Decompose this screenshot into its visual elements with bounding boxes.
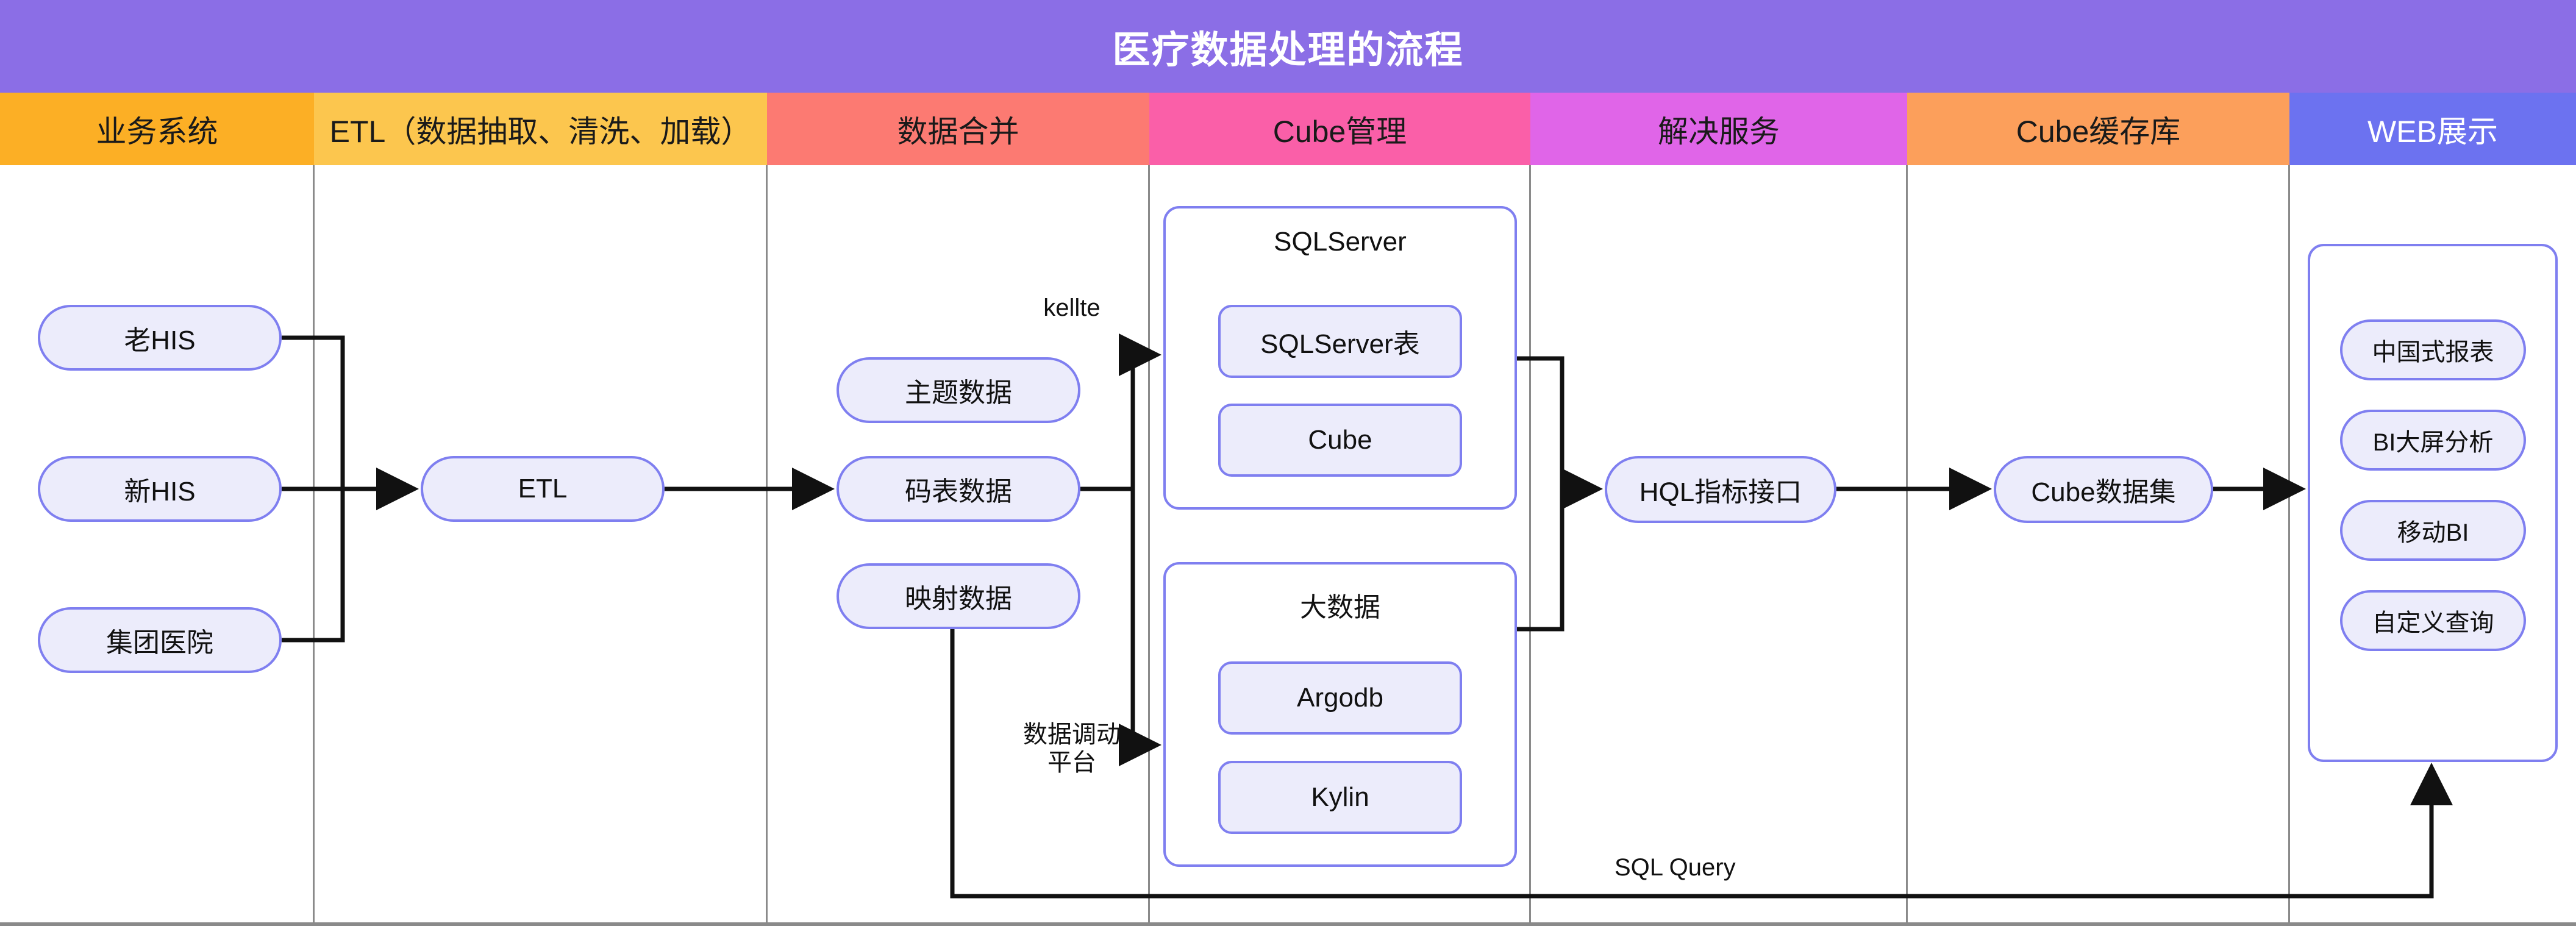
node-old-his[interactable]: 老HIS bbox=[38, 305, 282, 371]
node-group-hospital[interactable]: 集团医院 bbox=[38, 607, 282, 673]
node-cube[interactable]: Cube bbox=[1218, 404, 1462, 477]
node-bi-big-screen[interactable]: BI大屏分析 bbox=[2340, 410, 2526, 471]
lane-divider bbox=[1529, 165, 1531, 926]
lane-header-label: 业务系统 bbox=[96, 114, 218, 149]
node-new-his[interactable]: 新HIS bbox=[38, 456, 282, 522]
node-cube-dataset[interactable]: Cube数据集 bbox=[1994, 456, 2213, 523]
node-sqlserver-table[interactable]: SQLServer表 bbox=[1218, 305, 1462, 378]
node-label: Argodb bbox=[1297, 683, 1383, 713]
node-hql-metric-api[interactable]: HQL指标接口 bbox=[1605, 456, 1836, 523]
edge-label-kellte: kellte bbox=[1043, 294, 1101, 321]
node-code-table-data[interactable]: 码表数据 bbox=[837, 456, 1080, 522]
page-title: 医疗数据处理的流程 bbox=[1112, 29, 1464, 71]
node-label: Cube bbox=[1308, 425, 1372, 455]
edge-cubegroups-merge bbox=[1517, 356, 1565, 632]
lane-divider bbox=[1148, 165, 1150, 926]
node-label: 移动BI bbox=[2397, 519, 2469, 546]
node-label: 集团医院 bbox=[106, 628, 213, 658]
canvas-bottom-border bbox=[0, 922, 2576, 926]
node-kylin[interactable]: Kylin bbox=[1218, 761, 1462, 834]
node-label: 新HIS bbox=[124, 477, 196, 507]
lane-divider bbox=[2288, 165, 2290, 926]
node-label: SQLServer表 bbox=[1260, 329, 1420, 359]
lane-header-label: 解决服务 bbox=[1658, 114, 1780, 149]
node-label: 自定义查询 bbox=[2372, 610, 2494, 636]
group-sqlserver-title: SQLServer bbox=[1274, 227, 1407, 257]
lane-divider bbox=[1906, 165, 1908, 926]
node-custom-query[interactable]: 自定义查询 bbox=[2340, 590, 2526, 651]
node-topic-data[interactable]: 主题数据 bbox=[837, 357, 1080, 423]
node-label: HQL指标接口 bbox=[1639, 477, 1802, 507]
lane-header-label: Cube缓存库 bbox=[2016, 114, 2181, 149]
group-bigdata-title: 大数据 bbox=[1300, 593, 1380, 622]
edge-label-sql-query: SQL Query bbox=[1614, 854, 1736, 881]
node-etl[interactable]: ETL bbox=[421, 456, 665, 522]
node-label: 老HIS bbox=[124, 326, 196, 355]
node-label: ETL bbox=[518, 474, 568, 504]
lane-header-label: Cube管理 bbox=[1272, 114, 1407, 149]
node-label: BI大屏分析 bbox=[2372, 429, 2494, 456]
node-mobile-bi[interactable]: 移动BI bbox=[2340, 500, 2526, 561]
lane-header-label: WEB展示 bbox=[2367, 114, 2498, 149]
lane-header-label: 数据合并 bbox=[897, 114, 1019, 149]
node-label: Cube数据集 bbox=[2031, 477, 2176, 507]
lane-header-cube-cache: Cube缓存库 bbox=[1907, 93, 2289, 165]
node-label: 中国式报表 bbox=[2372, 339, 2494, 366]
lane-divider bbox=[766, 165, 768, 926]
node-argodb[interactable]: Argodb bbox=[1218, 661, 1462, 735]
node-label: 码表数据 bbox=[905, 477, 1012, 507]
diagram-title-bar: 医疗数据处理的流程 bbox=[0, 0, 2576, 93]
edge-label-dispatch-platform: 数据调动 平台 bbox=[1023, 721, 1121, 776]
lane-header-business: 业务系统 bbox=[0, 93, 314, 165]
edge-grouphosp-to-etl bbox=[282, 489, 345, 643]
lane-divider bbox=[313, 165, 315, 926]
lane-header-etl: ETL（数据抽取、清洗、加载） bbox=[314, 93, 767, 165]
lane-header-data-merge: 数据合并 bbox=[767, 93, 1149, 165]
node-label: 主题数据 bbox=[905, 378, 1012, 408]
node-label: 映射数据 bbox=[905, 584, 1012, 614]
lane-header-web-display: WEB展示 bbox=[2289, 93, 2576, 165]
lane-header-solution-service: 解决服务 bbox=[1530, 93, 1907, 165]
swimlane-header-row: 业务系统 ETL（数据抽取、清洗、加载） 数据合并 Cube管理 解决服务 Cu… bbox=[0, 93, 2576, 165]
edge-oldhis-to-etl bbox=[282, 335, 345, 489]
lane-header-cube-management: Cube管理 bbox=[1149, 93, 1530, 165]
lane-header-label: ETL（数据抽取、清洗、加载） bbox=[329, 114, 752, 149]
node-label: Kylin bbox=[1311, 782, 1369, 812]
node-chinese-report[interactable]: 中国式报表 bbox=[2340, 319, 2526, 380]
node-mapping-data[interactable]: 映射数据 bbox=[837, 563, 1080, 629]
